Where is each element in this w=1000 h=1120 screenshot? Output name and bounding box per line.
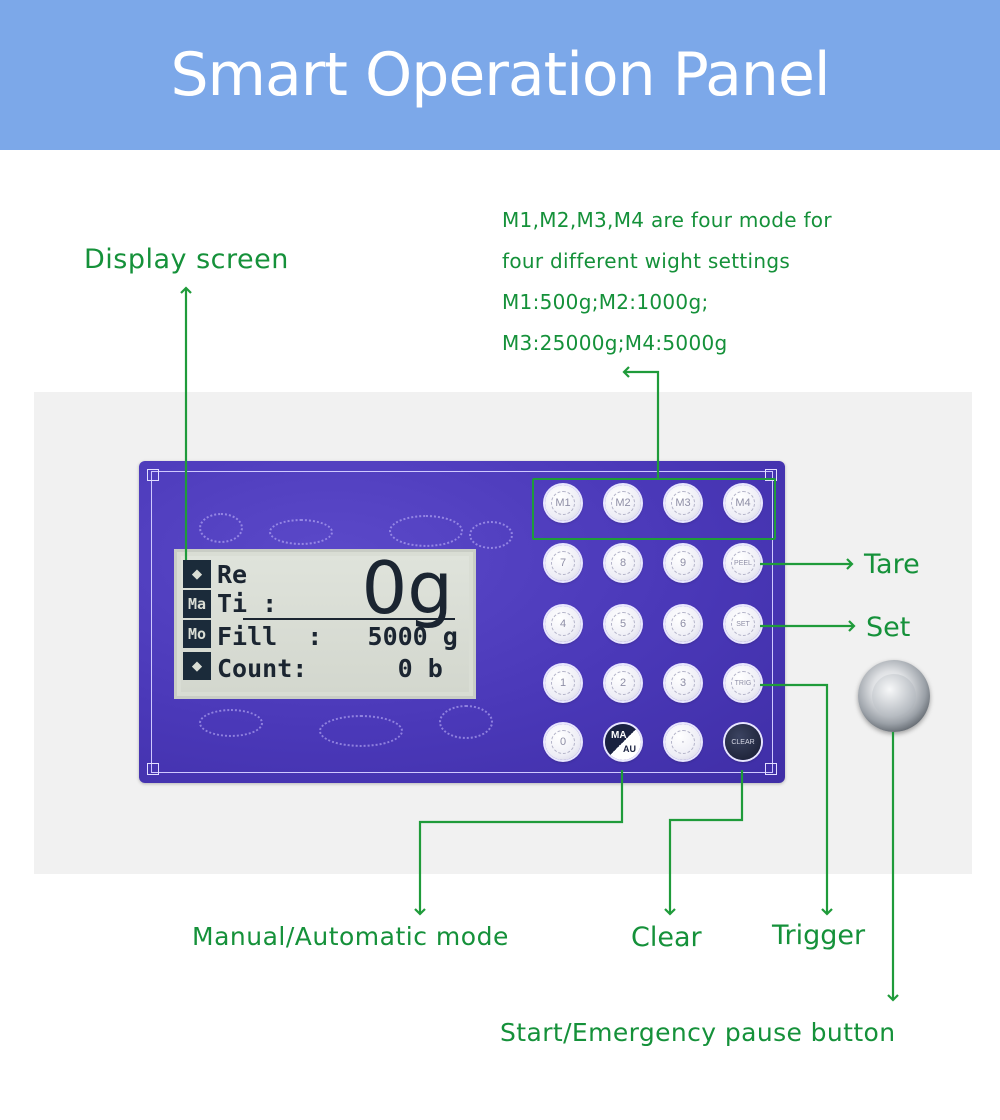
key-4[interactable]: 4 bbox=[545, 606, 581, 642]
label-start-emergency-pause: Start/Emergency pause button bbox=[500, 1018, 896, 1047]
lcd-fill-line: Fill : 5000 g bbox=[217, 622, 458, 651]
clear-arrow bbox=[664, 770, 744, 916]
operation-panel: ◆ Ma Mo ◆ Re Ti : 0g Fill : 5000 g Count… bbox=[139, 461, 785, 783]
key-7[interactable]: 7 bbox=[545, 545, 581, 581]
trigger-arrow bbox=[760, 683, 833, 916]
label-mode-line-2: four different wight settings bbox=[502, 249, 791, 273]
floral-ornament bbox=[269, 519, 333, 545]
panel-border bbox=[151, 471, 773, 773]
lcd-re-label: Re bbox=[217, 560, 248, 589]
lcd-badge-mo: Mo bbox=[183, 620, 211, 648]
lcd-weight-value: 0g bbox=[361, 546, 453, 630]
label-display-screen: Display screen bbox=[84, 244, 289, 275]
floral-ornament bbox=[199, 513, 243, 543]
label-trigger: Trigger bbox=[772, 920, 866, 951]
floral-ornament bbox=[439, 705, 493, 739]
key-peel-tare[interactable]: PEEL bbox=[725, 545, 761, 581]
title-banner: Smart Operation Panel bbox=[0, 0, 1000, 150]
mode-arrow bbox=[622, 366, 660, 478]
lcd-badge-ma: Ma bbox=[183, 590, 211, 618]
key-9[interactable]: 9 bbox=[665, 545, 701, 581]
key-m4[interactable]: M4 bbox=[725, 485, 761, 521]
label-clear: Clear bbox=[631, 922, 702, 953]
lcd-diamond-icon: ◆ bbox=[183, 560, 211, 588]
lcd-diamond-icon: ◆ bbox=[183, 652, 211, 680]
corner-ornament bbox=[147, 763, 159, 775]
label-mode-line-1: M1,M2,M3,M4 are four mode for bbox=[502, 208, 832, 232]
label-mode-line-4: M3:25000g;M4:5000g bbox=[502, 331, 728, 355]
key-manual-auto[interactable]: MA AU bbox=[605, 724, 641, 760]
key-set[interactable]: SET bbox=[725, 606, 761, 642]
label-mode-line-3: M1:500g;M2:1000g; bbox=[502, 290, 709, 314]
corner-ornament bbox=[147, 469, 159, 481]
lcd-ti-label: Ti : bbox=[217, 589, 278, 618]
lcd-divider bbox=[243, 618, 455, 620]
key-2[interactable]: 2 bbox=[605, 665, 641, 701]
label-tare: Tare bbox=[864, 549, 920, 580]
floral-ornament bbox=[469, 521, 513, 549]
corner-ornament bbox=[765, 763, 777, 775]
mode-keys-highlight bbox=[532, 478, 776, 540]
floral-ornament bbox=[389, 515, 463, 547]
display-screen: ◆ Ma Mo ◆ Re Ti : 0g Fill : 5000 g Count… bbox=[174, 546, 476, 699]
key-trig[interactable]: TRIG bbox=[725, 665, 761, 701]
key-m2[interactable]: M2 bbox=[605, 485, 641, 521]
emergency-button-cap bbox=[872, 674, 916, 718]
lcd-surface: ◆ Ma Mo ◆ Re Ti : 0g Fill : 5000 g Count… bbox=[181, 546, 469, 692]
label-manual-automatic-mode: Manual/Automatic mode bbox=[192, 922, 509, 951]
key-6[interactable]: 6 bbox=[665, 606, 701, 642]
lcd-count-line: Count: 0 b bbox=[217, 654, 443, 683]
key-m1[interactable]: M1 bbox=[545, 485, 581, 521]
corner-ornament bbox=[765, 469, 777, 481]
key-5[interactable]: 5 bbox=[605, 606, 641, 642]
key-m3[interactable]: M3 bbox=[665, 485, 701, 521]
key-clear[interactable]: CLEAR bbox=[725, 724, 761, 760]
key-dot[interactable]: · bbox=[665, 724, 701, 760]
key-0[interactable]: 0 bbox=[545, 724, 581, 760]
floral-ornament bbox=[319, 715, 403, 747]
manual-auto-arrow bbox=[414, 770, 624, 916]
page-title: Smart Operation Panel bbox=[170, 40, 830, 110]
key-1[interactable]: 1 bbox=[545, 665, 581, 701]
label-set: Set bbox=[866, 612, 911, 643]
floral-ornament bbox=[199, 709, 263, 737]
start-emergency-pause-button[interactable] bbox=[858, 660, 930, 732]
key-3[interactable]: 3 bbox=[665, 665, 701, 701]
key-8[interactable]: 8 bbox=[605, 545, 641, 581]
